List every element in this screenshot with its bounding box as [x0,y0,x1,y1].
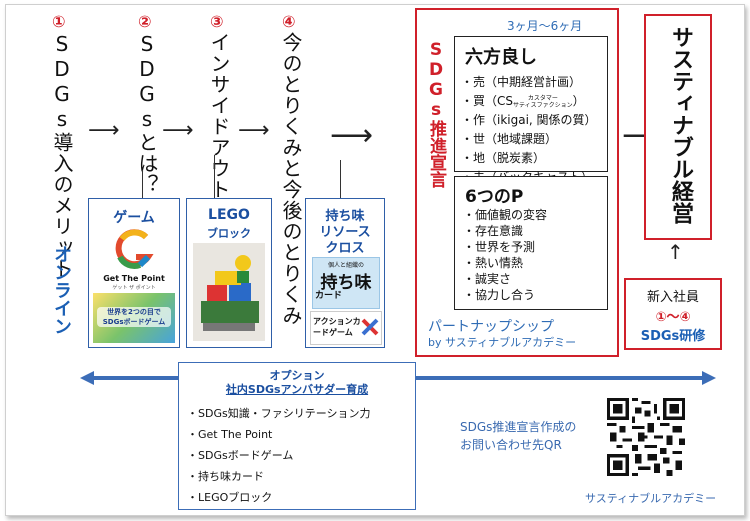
game-box: ゲーム Get The Point ゲット ザ ポイント 世界を2つの目で SD… [88,198,180,348]
list-item: ・Get The Point [187,428,273,441]
cs-note-line2: サティスファクション [513,101,573,109]
by-academy-label: by サスティナブルアカデミー [428,336,577,349]
list-item: ・熱い情熱 [463,256,524,270]
online-label: オンライン [51,245,72,335]
newbie-line2: ①〜④ [655,310,691,325]
list-item: ・作（ikigai, 関係の質） [461,113,597,127]
step-4-number: ④ [282,12,296,31]
list-item: ・存在意識 [463,224,524,238]
connector-line [214,155,215,198]
list-item: ・LEGOブロック [187,491,273,504]
get-the-point-logo-icon [115,229,154,270]
qr-caption-line1: SDGs推進宣言作成の [460,420,577,434]
list-item: ・協力し合う [463,288,536,302]
qr-code-icon[interactable] [607,398,685,476]
connector-line [340,160,341,198]
lego-photo-icon [193,243,265,341]
get-the-point-text: Get The Point [103,274,165,283]
newbie-box: 新入社員 ①〜④ SDGs研修 [624,278,722,350]
action-card-game-image: アクションカードゲーム [310,311,382,345]
qr-caption-line2: お問い合わせ先QR [460,438,562,452]
game-box-title: ゲーム [113,210,155,226]
resource-cross-box: 持ち味 リソース クロス 個人と組織の 持ち味 カード アクションカードゲーム [305,198,385,348]
lego-box: LEGO ブロック [186,198,272,348]
list-item: ・SDGsボードゲーム [187,449,294,462]
step-4-label: 今のとりくみと今後のとりくみ [279,32,303,326]
arrow-right-icon: ⟶ [88,118,120,143]
list-item: ・世（地域課題） [461,132,558,146]
resource-title-line3: クロス [325,241,365,256]
resource-title-line1: 持ち味 [325,209,365,224]
list-item: ・売（中期経営計画） [461,75,582,89]
card-top-text: 個人と組織の [327,262,364,269]
step-2-label: SDGsとは？ [135,32,159,195]
board-game-text: 世界を2つの目で SDGsボードゲーム [97,307,171,327]
option-title-line2: 社内SDGsアンバサダー育成 [225,383,369,396]
arrow-right-icon: ⟶ [330,118,374,153]
partnership-label: パートナップシップ [428,319,554,335]
goal-box: サスティナブル経営 [644,14,712,240]
step-3-number: ③ [210,12,224,31]
arrow-right-icon: ⟶ [238,118,270,143]
step-2-number: ② [138,12,152,31]
mochiaji-card-image: 個人と組織の 持ち味 カード [312,257,380,309]
step-1-number: ① [52,12,66,31]
six-p-title: 6つのP [465,187,524,207]
step-1-label: SDGs導入のメリット [50,32,74,279]
duration-label: 3ヶ月〜6ヶ月 [507,19,583,33]
card-main-text: 持ち味 [320,273,372,293]
resource-title-line2: リソース [319,225,371,240]
qr-caption: SDGs推進宣言作成の お問い合わせ先QR [460,418,576,454]
list-item: ・SDGs知識・ファシリテーション力 [187,407,371,420]
list-item: ・地（脱炭素） [461,151,546,165]
board-game-image: 世界を2つの目で SDGsボードゲーム [93,293,175,343]
lego-title-line1: LEGO [208,207,250,223]
arrow-right-icon: ⟶ [162,118,194,143]
list-item: ・価値観の変容 [463,208,548,222]
get-the-point-subtext: ゲット ザ ポイント [112,285,156,291]
step-3-label: インサイドアウト [207,32,231,200]
cs-note-line1: カスタマー [527,94,558,102]
option-list: ・SDGs知識・ファシリテーション力 ・Get The Point ・SDGsボ… [187,403,371,508]
lego-title-line2: ブロック [207,227,251,240]
six-p-list: ・価値観の変容 ・存在意識 ・世界を予測 ・熱い情熱 ・誠実さ ・協力し合う [463,207,547,303]
newbie-line1: 新入社員 [646,290,699,305]
academy-label: サスティナブルアカデミー [585,492,717,505]
action-card-game-text: アクションカードゲーム [313,317,361,337]
goal-label: サスティナブル経営 [668,26,693,224]
card-sub-text: カード [315,291,343,301]
option-box: オプション 社内SDGsアンバサダー育成 ・SDGs知識・ファシリテーション力 … [178,362,416,510]
list-item: ・誠実さ [463,272,512,286]
cross-icon [361,318,379,336]
six-p-box: 6つのP ・価値観の変容 ・存在意識 ・世界を予測 ・熱い情熱 ・誠実さ ・協力… [454,176,608,310]
newbie-line3: SDGs研修 [640,329,706,344]
arrow-up-icon: ↑ [667,240,684,264]
declaration-title: SDGs推進宣言 [426,40,446,188]
list-item: ・世界を予測 [463,240,536,254]
list-item: ・持ち味カード [187,470,264,483]
option-title-line1: オプション [269,369,325,382]
roppou-title: 六方良し [465,47,537,68]
connector-line [142,170,143,198]
